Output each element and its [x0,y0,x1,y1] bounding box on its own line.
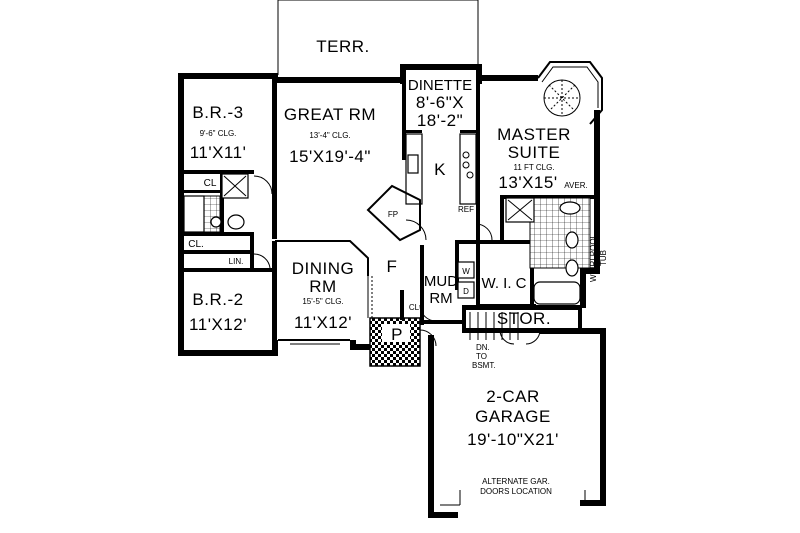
br3-name: B.R.-3 [192,103,243,122]
master-name-2: SUITE [508,143,561,162]
br3-size: 11'X11' [190,143,247,162]
stairs-graphic [469,312,519,340]
doors [253,175,541,347]
alt-garage-doors [440,490,600,506]
whirlpool-label-1: WHIRLPOOL [589,233,598,282]
stairs-label-3: BSMT. [472,361,496,370]
hall-closet-label: CL. [188,239,204,250]
master-size: 13'X15' [498,173,557,192]
great-rm-name: GREAT RM [284,105,376,124]
br2-size: 11'X12' [189,315,247,334]
garage-name-2: GARAGE [475,407,551,426]
alt-garage-label-1: ALTERNATE GAR. [482,477,550,486]
br3-closet-label: CL [204,178,217,189]
dining-size: 11'X12' [294,313,352,332]
dining-ceiling: 15'-5" CLG. [302,297,343,306]
porch-label: P [391,325,403,344]
interior-walls [184,79,596,367]
master-name-1: MASTER [497,125,571,144]
mud-name-2: RM [429,290,452,307]
fireplace-label: FP [388,210,398,219]
dining-name-1: DINING [292,259,355,278]
terrace-outline [277,0,479,75]
dining-name-2: RM [309,277,336,296]
great-rm-ceiling: 13'-4" CLG. [309,131,350,140]
foyer-label: F [387,257,398,276]
linen-label: LIN. [229,257,244,266]
fixtures [183,79,591,340]
master-ceiling: 11 FT CLG. [513,163,554,172]
garage-size: 19'-10"X21' [467,430,559,449]
terrace-label: TERR. [316,37,370,56]
ref-label: REF [458,205,474,214]
master-size-note: AVER. [564,181,587,190]
alt-garage-label-2: DOORS LOCATION [480,487,552,496]
whirlpool-label-2: TUB [599,250,608,266]
storage-label: STOR. [497,309,551,328]
br2-name: B.R.-2 [192,290,243,309]
washer-label: W [462,267,470,276]
great-rm-size: 15'X19'-4" [289,147,371,166]
foyer-closet-label: CL [409,303,420,312]
wic-label: W. I. C [482,275,527,292]
br3-ceiling: 9'-6" CLG. [200,129,237,138]
garage-name-1: 2-CAR [486,387,540,406]
kitchen-label: K [434,160,446,179]
stairs-label-2: TO [476,352,487,361]
stairs-label-1: DN. [476,343,490,352]
dinette-size-1: 8'-6"X [416,93,464,112]
dinette-size-2: 18'-2" [417,111,463,130]
dryer-label: D [463,287,469,296]
mud-name-1: MUD [424,273,458,290]
dinette-name: DINETTE [408,77,472,94]
